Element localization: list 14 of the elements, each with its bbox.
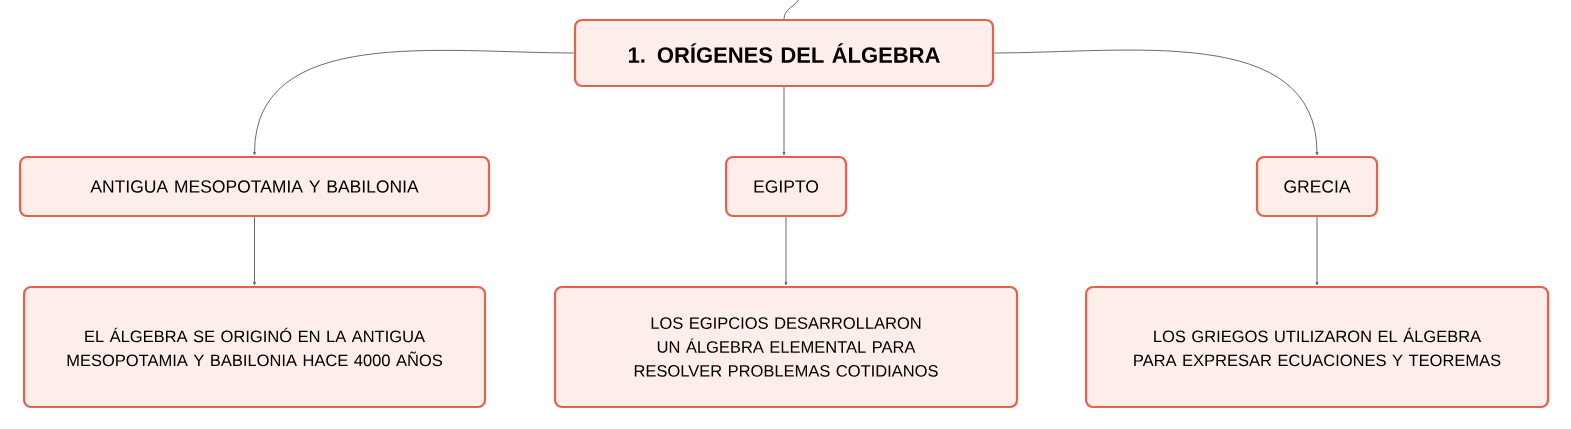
title-box: 1. ORÍGENES DEL ÁLGEBRA bbox=[573, 18, 995, 88]
topic-box: LOS EGIPCIOS DESARROLLARON UN ÁLGEBRA ELEMENTAL PARA RESOLVER PROBLEMAS COTIDIANOS bbox=[553, 285, 1019, 409]
connector bbox=[783, 0, 801, 20]
connector bbox=[782, 86, 786, 156]
topic-box: ANTIGUA MESOPOTAMIA Y BABILONIA bbox=[18, 155, 491, 218]
topic-box: EGIPTO bbox=[724, 155, 848, 218]
topic-box: LOS GRIEGOS UTILIZARON EL ÁLGEBRA PARA EXPRESAR ECUACIONES Y TEOREMAS bbox=[1084, 285, 1550, 409]
connector bbox=[253, 49, 575, 156]
connector bbox=[993, 49, 1319, 156]
connector bbox=[1315, 216, 1319, 286]
topic-box: EL ÁLGEBRA SE ORIGINÓ EN LA ANTIGUA MESOPOTAMIA Y BABILONIA HACE 4000 AÑOS bbox=[22, 285, 487, 409]
topic-box: GRECIA bbox=[1255, 155, 1379, 218]
connector bbox=[253, 216, 256, 286]
connector bbox=[784, 216, 788, 286]
